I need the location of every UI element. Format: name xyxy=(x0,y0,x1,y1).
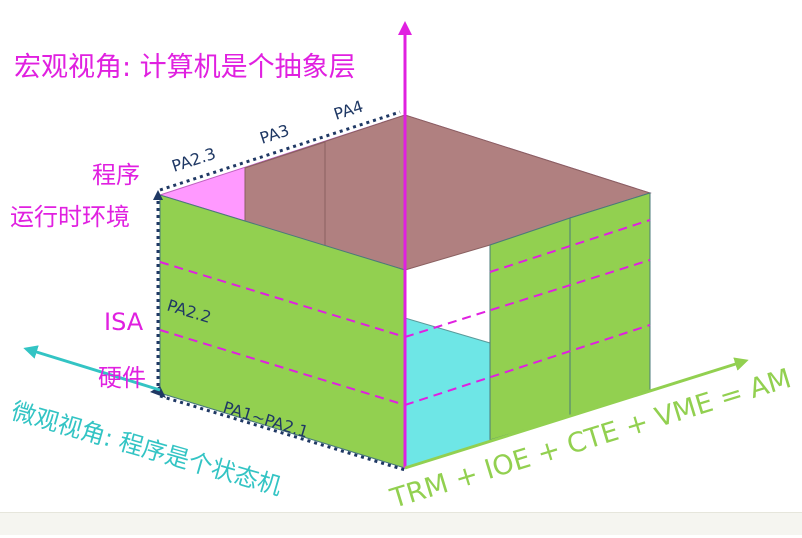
pa-label-pa2-3: PA2.3 xyxy=(169,144,218,176)
equation-axis-arrow xyxy=(404,357,749,470)
layer-label-hardware: 硬件 xyxy=(98,364,146,392)
layer-label-program: 程序 xyxy=(92,161,140,189)
left-bottom-arrowhead xyxy=(150,386,166,398)
layer-label-isa: ISA xyxy=(104,308,144,336)
dash-isa-right xyxy=(404,324,651,406)
dash-runtime-right xyxy=(404,259,651,338)
dash-top-right xyxy=(489,219,651,273)
micro-axis-arrow xyxy=(23,345,161,392)
dash-runtime-front xyxy=(159,261,406,338)
layer-label-runtime: 运行时环境 xyxy=(10,203,130,231)
bottom-edge-dotted xyxy=(159,394,406,472)
top-edge-dotted xyxy=(159,110,401,192)
macro-label: 宏观视角: 计算机是个抽象层 xyxy=(14,52,356,83)
bottom-strip xyxy=(0,512,802,535)
dash-isa-front xyxy=(159,329,406,406)
panel-pa3 xyxy=(489,217,571,441)
pa-label-pa3: PA3 xyxy=(257,121,291,148)
panel-pa4 xyxy=(569,192,651,417)
pa-label-pa4: PA4 xyxy=(331,97,365,124)
